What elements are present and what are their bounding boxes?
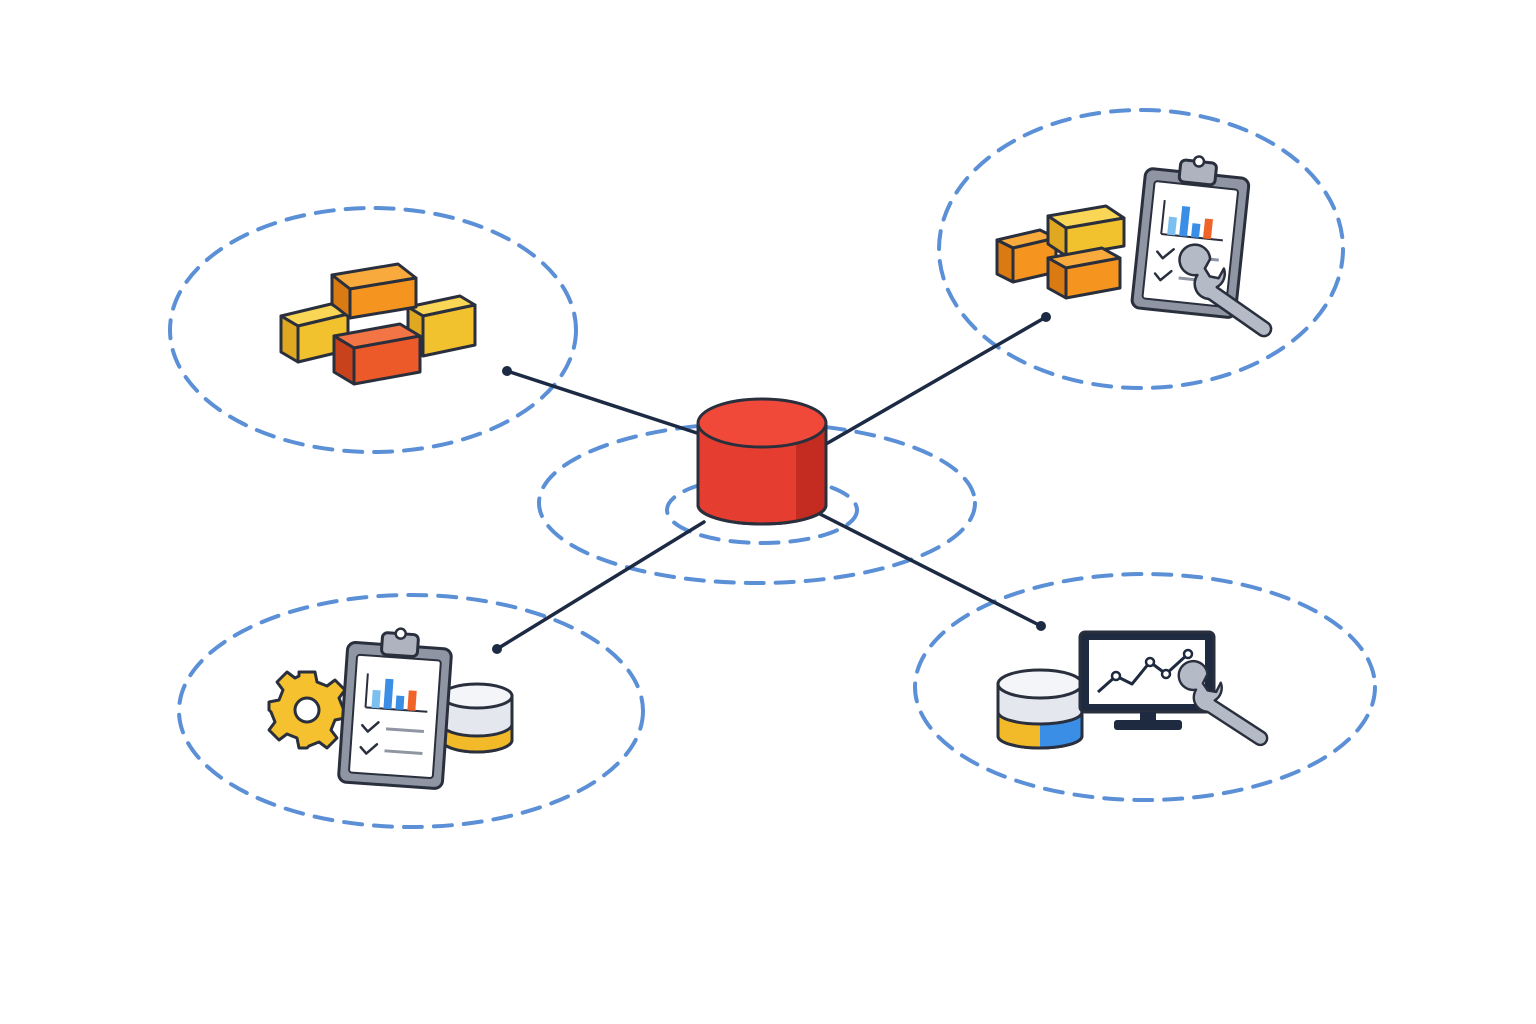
ring-top-right	[937, 108, 1345, 390]
connector-top-right	[824, 315, 1048, 446]
database-icon	[440, 682, 514, 754]
bottom-right-cluster	[996, 630, 1270, 760]
endpoint-top-right	[1041, 312, 1051, 322]
stacked-blocks-icon	[279, 262, 477, 386]
ring-top-left	[168, 206, 578, 454]
ring-bottom-left	[177, 593, 645, 829]
connector-bottom-right	[816, 511, 1043, 628]
monitor-line-chart-icon	[1078, 630, 1216, 730]
database-cylinder-icon	[696, 397, 828, 526]
endpoint-bottom-left	[492, 644, 502, 654]
endpoint-top-left	[502, 366, 512, 376]
clipboard-chart-icon	[336, 623, 455, 791]
bottom-left-cluster	[267, 623, 514, 791]
top-right-cluster	[995, 149, 1274, 350]
ring-bottom-right	[913, 572, 1377, 802]
database-icon	[996, 668, 1084, 750]
endpoint-bottom-right	[1036, 621, 1046, 631]
connector-top-left	[505, 369, 702, 436]
clipboard-chart-icon	[1129, 149, 1253, 320]
connector-endpoints	[492, 312, 1051, 654]
connector-bottom-left	[495, 520, 706, 651]
gear-icon	[267, 670, 347, 750]
connectors	[495, 315, 1048, 651]
stacked-blocks-icon	[995, 204, 1126, 300]
